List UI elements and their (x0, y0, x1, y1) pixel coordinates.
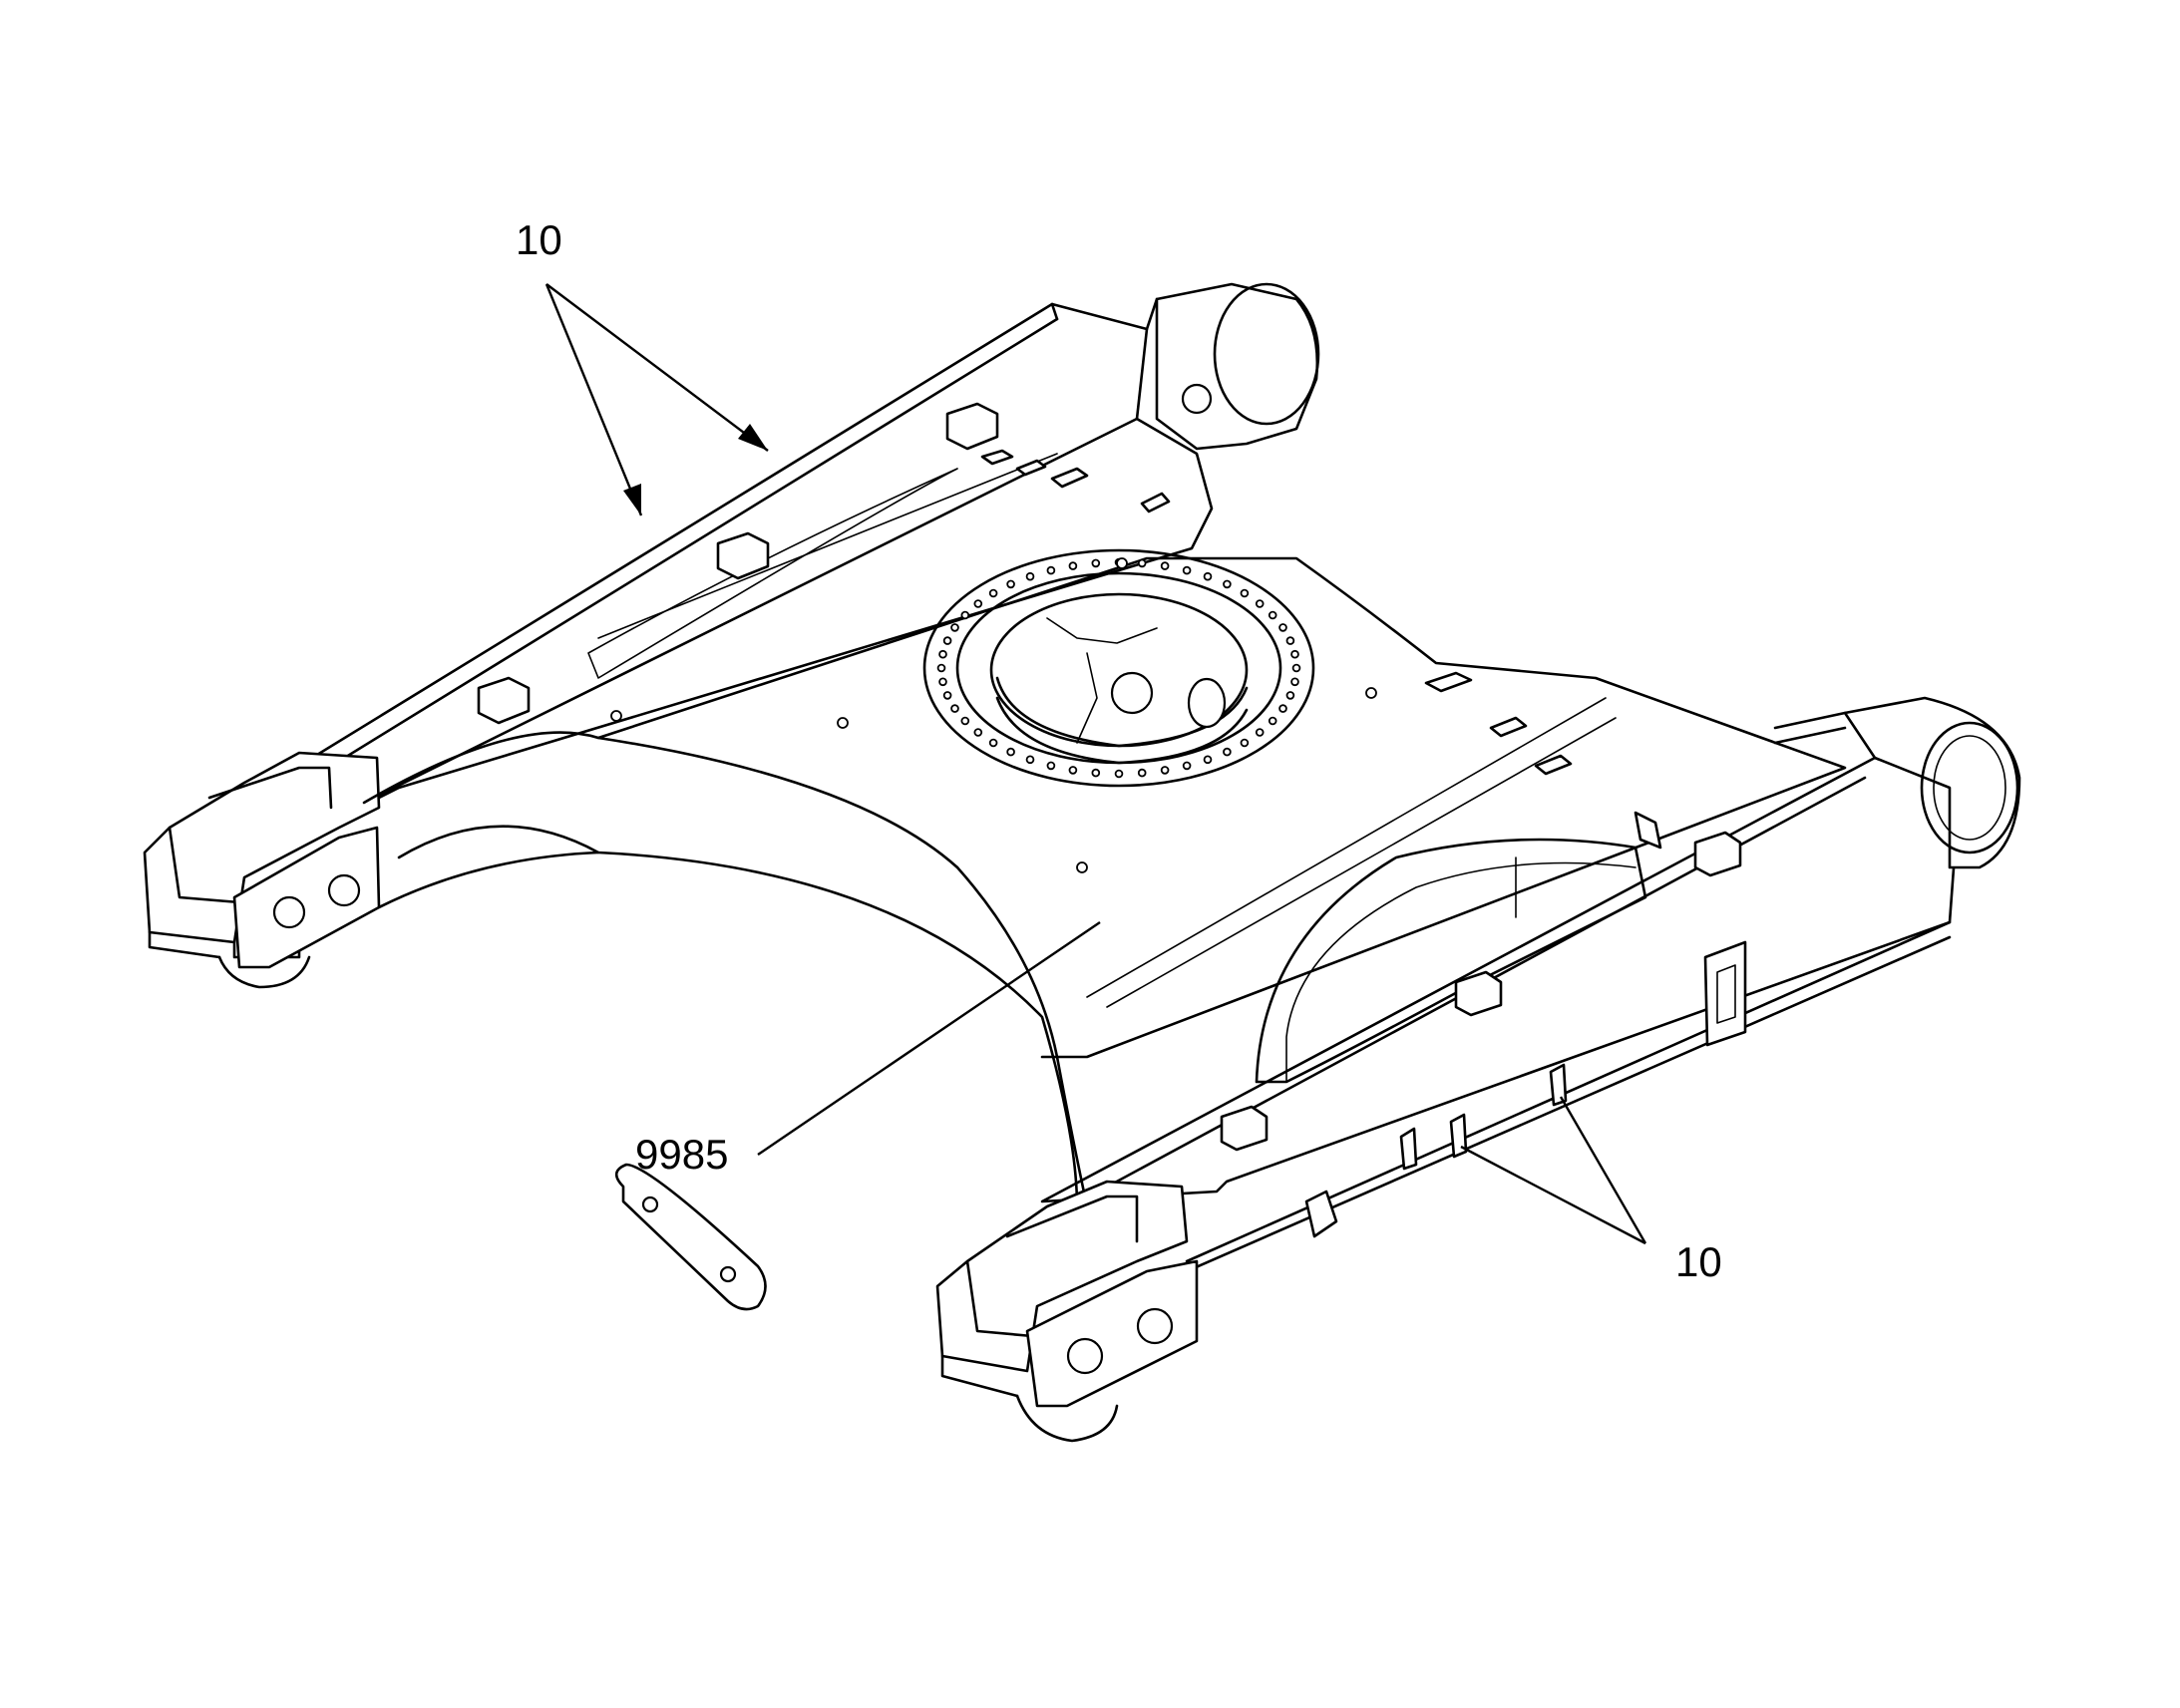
slew-ring-bolt-holes (936, 557, 1301, 779)
bolt-hole (1091, 558, 1101, 568)
bolt-hole (1091, 768, 1101, 778)
bolt-hole (973, 599, 983, 608)
slew-ring (922, 548, 1315, 788)
bolt-hole (1223, 579, 1232, 589)
bolt-hole (1290, 649, 1299, 659)
bolt-hole (960, 716, 970, 726)
bolt-hole (1268, 610, 1277, 620)
callout-10-top: 10 (516, 216, 769, 516)
bolt-hole (1290, 677, 1299, 687)
cover-plate-9985 (614, 1163, 767, 1311)
bolt-hole (1255, 599, 1265, 608)
bolt-hole (1137, 558, 1147, 568)
bolt-hole (1268, 716, 1277, 726)
bolt-hole (988, 588, 998, 598)
bolt-hole (942, 691, 952, 700)
bolt-hole (1278, 623, 1287, 632)
bolt-hole (1285, 636, 1295, 645)
lower-track-beam (935, 756, 1962, 1443)
bolt-hole (1046, 761, 1056, 771)
pads (477, 402, 1747, 1238)
bolt-hole (1137, 768, 1147, 778)
bolt-hole (1025, 755, 1035, 765)
bolt-hole (1068, 561, 1078, 570)
callout-10-top-label: 10 (516, 216, 562, 263)
bolt-hole (1223, 747, 1232, 757)
callout-10-bottom: 10 (1460, 1096, 1722, 1285)
callout-9985: 9985 (635, 921, 1101, 1178)
callout-9985-label: 9985 (635, 1131, 728, 1178)
bolt-hole (1291, 663, 1301, 673)
bolt-hole (1203, 755, 1213, 765)
bolt-hole (1240, 738, 1250, 748)
bolt-hole (938, 677, 947, 687)
bolt-hole (938, 649, 947, 659)
bolt-hole (942, 636, 952, 645)
bolt-hole (1046, 565, 1056, 575)
bolt-hole (988, 738, 998, 748)
bolt-hole (1068, 766, 1078, 775)
callout-10-bottom-label: 10 (1675, 1238, 1722, 1285)
bolt-hole (1278, 704, 1287, 713)
bolt-hole (950, 704, 959, 713)
track-frame-drawing (143, 282, 2021, 1443)
bolt-hole (1285, 691, 1295, 700)
bolt-hole (960, 610, 970, 620)
bolt-hole (1203, 571, 1213, 581)
bolt-hole (1240, 588, 1250, 598)
bolt-hole (1006, 579, 1015, 589)
bolt-hole (1114, 769, 1124, 779)
bolt-hole (1160, 561, 1170, 570)
bolt-hole (1255, 728, 1265, 737)
bolt-hole (1025, 571, 1035, 581)
bolt-hole (1182, 565, 1192, 575)
bolt-hole (973, 728, 983, 737)
bolt-hole (950, 623, 959, 632)
bolt-hole (1160, 766, 1170, 775)
rear-drums (1145, 282, 2021, 869)
bolt-hole (1006, 747, 1015, 757)
upper-track-beam (143, 302, 1214, 989)
center-plate (362, 556, 1847, 1208)
bolt-hole (1182, 761, 1192, 771)
bolt-hole (936, 663, 946, 673)
